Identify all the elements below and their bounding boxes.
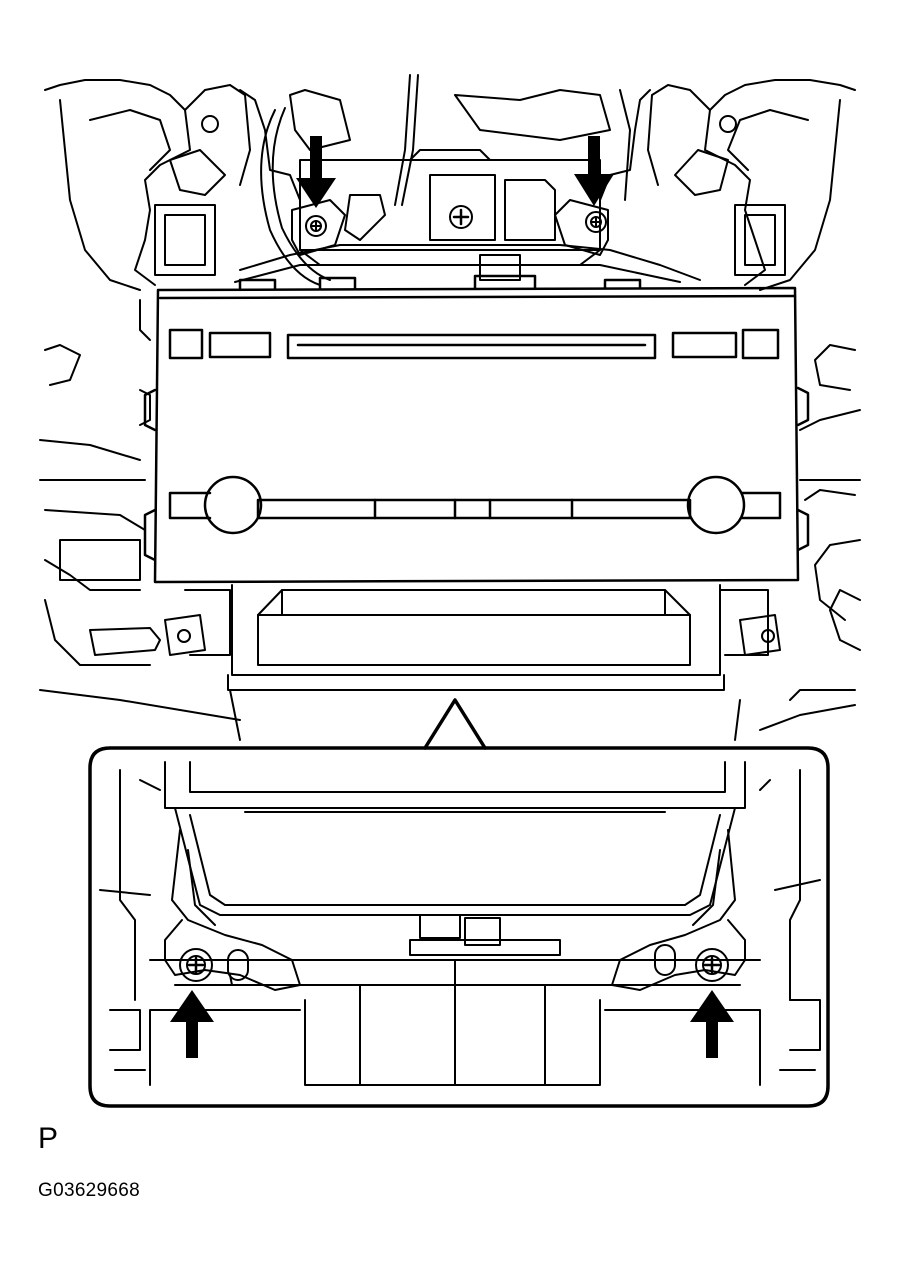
detail-view [88,746,830,1108]
up-arrow-icon [170,990,214,1058]
screw-icon [695,948,729,982]
storage-pocket [39,584,856,741]
mounting-bracket-right [554,199,609,266]
dashboard-structure [39,74,861,701]
screw-icon [585,211,607,233]
down-arrow-icon [574,136,614,206]
figure-code: G03629668 [38,1180,141,1201]
up-arrow-icon [690,990,734,1058]
screw-icon [179,948,213,982]
down-arrow-icon [296,136,336,208]
mounting-bracket-left [291,199,346,266]
audio-unit [143,274,810,584]
screw-icon [305,215,327,237]
view-label: P [38,1122,59,1155]
callout-pointer [423,698,487,750]
